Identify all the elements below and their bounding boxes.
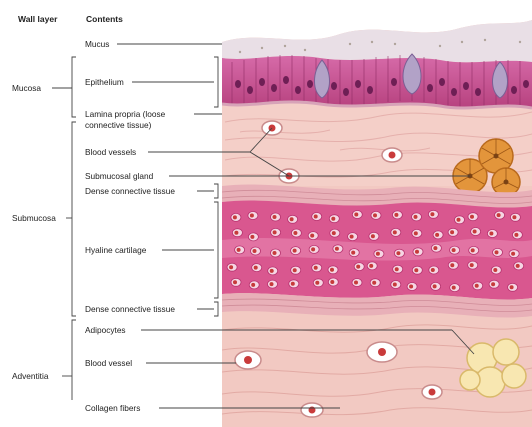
chondrocyte — [430, 212, 434, 216]
chondrocyte — [414, 231, 418, 235]
chondrocyte — [435, 233, 439, 237]
submucosa-label: Submucosa — [12, 213, 56, 223]
chondrocyte — [475, 284, 479, 288]
lamina-propria-label-line1: Lamina propria (loose — [85, 109, 165, 119]
chondrocyte — [395, 267, 399, 271]
chondrocyte — [270, 282, 274, 286]
chondrocyte — [234, 231, 238, 235]
chondrocyte — [393, 230, 397, 234]
chondrocyte — [354, 281, 358, 285]
chondrocyte — [290, 217, 294, 221]
chondrocyte — [450, 263, 454, 267]
chondrocyte — [310, 234, 314, 238]
chondrocyte — [394, 213, 398, 217]
chondrocyte — [293, 231, 297, 235]
chondrocyte — [510, 285, 514, 289]
epithelium-label: Epithelium — [85, 77, 124, 87]
collagen-fibers-label: Collagen fibers — [85, 403, 140, 413]
chondrocyte — [335, 247, 339, 251]
chondrocyte — [431, 268, 435, 272]
chondrocyte — [233, 280, 237, 284]
submucosal-gland-label: Submucosal gland — [85, 171, 153, 181]
chondrocyte — [371, 234, 375, 238]
chondrocyte — [270, 269, 274, 273]
chondrocyte — [330, 268, 334, 272]
chondrocyte — [497, 213, 501, 217]
adventitia-label: Adventitia — [12, 371, 48, 381]
hyaline-cartilage-label: Hyaline cartilage — [85, 245, 146, 255]
chondrocyte — [369, 264, 373, 268]
mucus-layer — [222, 20, 532, 62]
chondrocyte — [471, 248, 475, 252]
chondrocyte — [433, 284, 437, 288]
chondrocyte — [470, 263, 474, 267]
chondrocyte — [452, 248, 456, 252]
chondrocyte — [489, 232, 493, 236]
dense-connective-tissue-top-label: Dense connective tissue — [85, 186, 175, 196]
chondrocyte — [356, 265, 360, 269]
chondrocyte — [251, 283, 255, 287]
chondrocyte — [273, 215, 277, 219]
chondrocyte — [433, 246, 437, 250]
mucosa-label: Mucosa — [12, 83, 41, 93]
chondrocyte — [393, 283, 397, 287]
chondrocyte — [376, 252, 380, 256]
wall-layer-header: Wall layer — [18, 14, 57, 24]
chondrocyte — [311, 247, 315, 251]
chondrocyte — [516, 264, 520, 268]
chondrocyte — [396, 251, 400, 255]
chondrocyte — [512, 215, 516, 219]
chondrocyte — [414, 215, 418, 219]
chondrocyte — [330, 280, 334, 284]
contents-header: Contents — [86, 14, 123, 24]
chondrocyte — [351, 251, 355, 255]
chondrocyte — [470, 215, 474, 219]
chondrocyte — [291, 282, 295, 286]
chondrocyte — [495, 250, 499, 254]
chondrocyte — [253, 249, 257, 253]
chondrocyte — [350, 235, 354, 239]
chondrocyte — [314, 215, 318, 219]
epithelium-layer — [222, 56, 532, 108]
mucus-label: Mucus — [85, 39, 109, 49]
chondrocyte — [354, 213, 358, 217]
chondrocyte — [331, 217, 335, 221]
chondrocyte — [473, 230, 477, 234]
chondrocyte — [450, 230, 454, 234]
chondrocyte — [273, 251, 277, 255]
chondrocyte — [514, 233, 518, 237]
blood-vessel-label: Blood vessel — [85, 358, 132, 368]
chondrocyte — [414, 268, 418, 272]
blood-vessels-label: Blood vessels — [85, 147, 136, 157]
adipocytes-label: Adipocytes — [85, 325, 126, 335]
chondrocyte — [237, 248, 241, 252]
chondrocyte — [315, 281, 319, 285]
chondrocyte — [491, 282, 495, 286]
chondrocyte — [273, 230, 277, 234]
chondrocyte — [250, 214, 254, 218]
chondrocyte — [373, 213, 377, 217]
dense-connective-tissue-bottom-label: Dense connective tissue — [85, 304, 175, 314]
lamina-propria-label-line2: connective tissue) — [85, 120, 151, 130]
chondrocyte — [314, 266, 318, 270]
chondrocyte — [293, 249, 297, 253]
chondrocyte — [332, 231, 336, 235]
chondrocyte — [409, 285, 413, 289]
chondrocyte — [250, 235, 254, 239]
chondrocyte — [457, 218, 461, 222]
chondrocyte — [233, 215, 237, 219]
chondrocyte — [254, 266, 258, 270]
chondrocyte — [372, 281, 376, 285]
chondrocyte — [229, 265, 233, 269]
chondrocyte — [293, 268, 297, 272]
chondrocyte — [511, 252, 515, 256]
chondrocyte — [415, 250, 419, 254]
chondrocyte — [452, 286, 456, 290]
chondrocyte — [493, 268, 497, 272]
